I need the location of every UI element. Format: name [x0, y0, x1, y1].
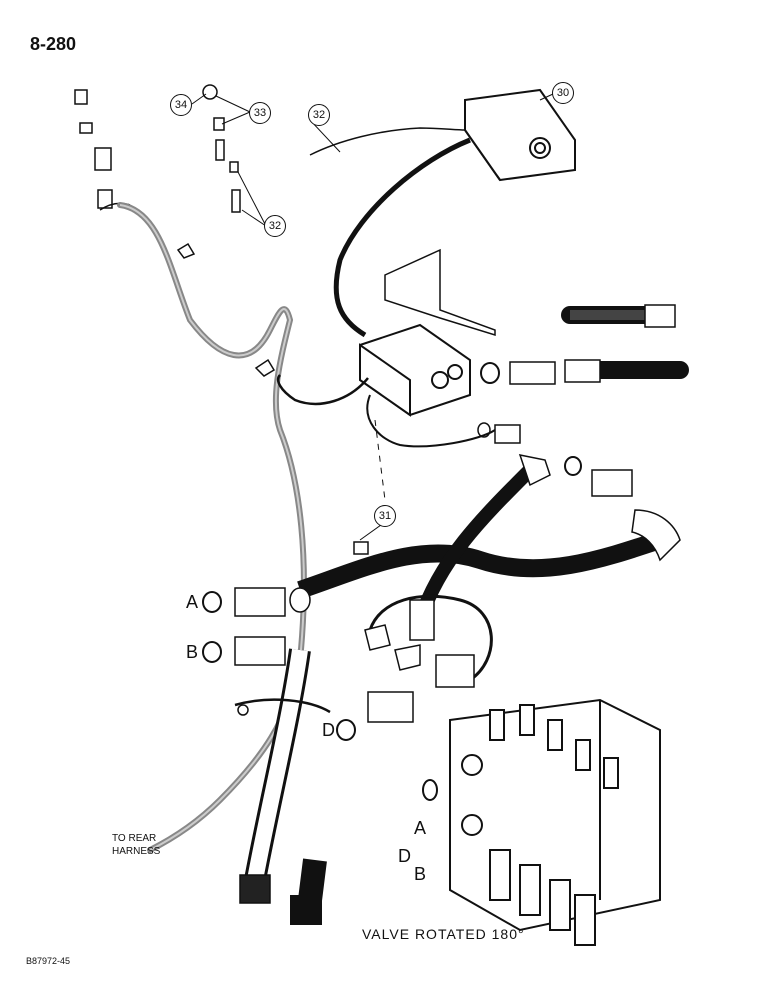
callout-34: 34: [170, 94, 192, 116]
hose-main-1: [297, 531, 663, 599]
mounting-bracket: [384, 248, 496, 337]
o-ring-d: [336, 719, 356, 741]
solenoid-valve-block: [359, 323, 471, 417]
hose-main-3: [368, 594, 493, 682]
strap-clip: [237, 704, 249, 716]
clip: [176, 242, 196, 259]
fittings-center: [364, 599, 475, 723]
fittings-left: [202, 587, 311, 666]
tube-elbow: [298, 858, 327, 902]
clip: [254, 358, 276, 377]
callout-32-lower: 32: [264, 215, 286, 237]
wire-lead: [366, 394, 496, 448]
cable-32: [309, 127, 466, 156]
o-ring: [480, 362, 500, 384]
tube-long-inner: [247, 648, 308, 882]
hose-right: [561, 304, 689, 383]
wire-loop: [276, 374, 369, 406]
label-b-right: B: [414, 864, 427, 884]
label-d-right: D: [398, 846, 411, 866]
callout-33: 33: [249, 102, 271, 124]
harness-strap: [234, 698, 331, 714]
page-number: 8-280: [30, 34, 77, 54]
label-a-right: A: [414, 818, 427, 838]
tube-elbow-end: [290, 895, 322, 925]
valve-caption: VALVE ROTATED 180°: [362, 926, 525, 942]
callout-31: 31: [374, 505, 396, 527]
rear-harness-line1: TO REAR: [112, 833, 157, 844]
adapter-fitting: [509, 361, 556, 385]
wire-harness-inner: [119, 204, 305, 851]
fittings-right: [477, 422, 681, 562]
solenoid-block-top: [464, 88, 576, 182]
callout-30: 30: [552, 82, 574, 104]
figure-code: B87972-45: [26, 956, 71, 966]
label-a-left: A: [186, 592, 199, 612]
rear-harness-line2: HARNESS: [112, 846, 161, 857]
o-ring-valve: [422, 779, 438, 801]
callout-32-upper: 32: [308, 104, 330, 126]
toggle-switch: [74, 89, 131, 211]
rear-harness-note: TO REAR HARNESS: [112, 832, 160, 858]
part-31: [353, 541, 369, 555]
control-valve-bank: [449, 698, 661, 946]
fitting-parts: [202, 84, 241, 213]
tube-end: [239, 874, 271, 904]
label-b-left: B: [186, 642, 199, 662]
dash-line: [374, 419, 386, 501]
cable-loop: [333, 137, 471, 338]
label-d-left: D: [322, 720, 335, 740]
